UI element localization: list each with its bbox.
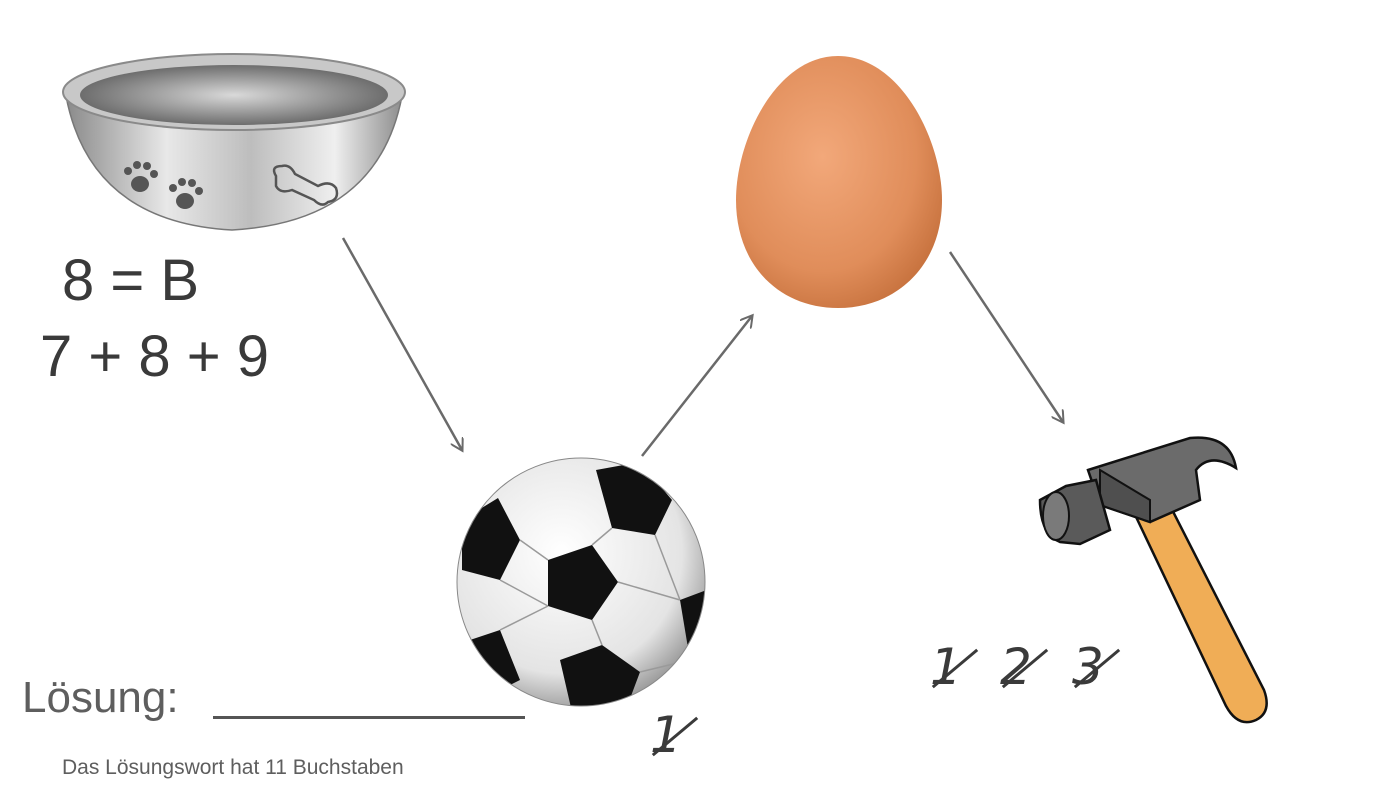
equation-sum: 7 + 8 + 9: [40, 324, 269, 389]
struck-number-hammer-3: 3: [1072, 642, 1121, 692]
struck-number-hammer-2: 2: [1000, 642, 1049, 692]
hammer-icon: [1038, 436, 1268, 724]
equation-letter-key: 8 = B: [62, 248, 200, 313]
struck-number-hammer-1: 1: [930, 642, 979, 692]
arrow-ball-to-egg: [641, 316, 752, 457]
arrow-bowl-to-ball: [341, 237, 462, 450]
struck-number-ball: 1: [650, 710, 699, 760]
soccer-ball-icon: [456, 457, 706, 707]
solution-label: Lösung:: [22, 673, 179, 722]
dog-bowl-icon: [62, 53, 406, 231]
solution-answer-line[interactable]: [213, 716, 525, 719]
egg-icon: [736, 56, 942, 308]
solution-hint: Das Lösungswort hat 11 Buchstaben: [62, 756, 404, 779]
arrow-egg-to-hammer: [948, 251, 1063, 422]
